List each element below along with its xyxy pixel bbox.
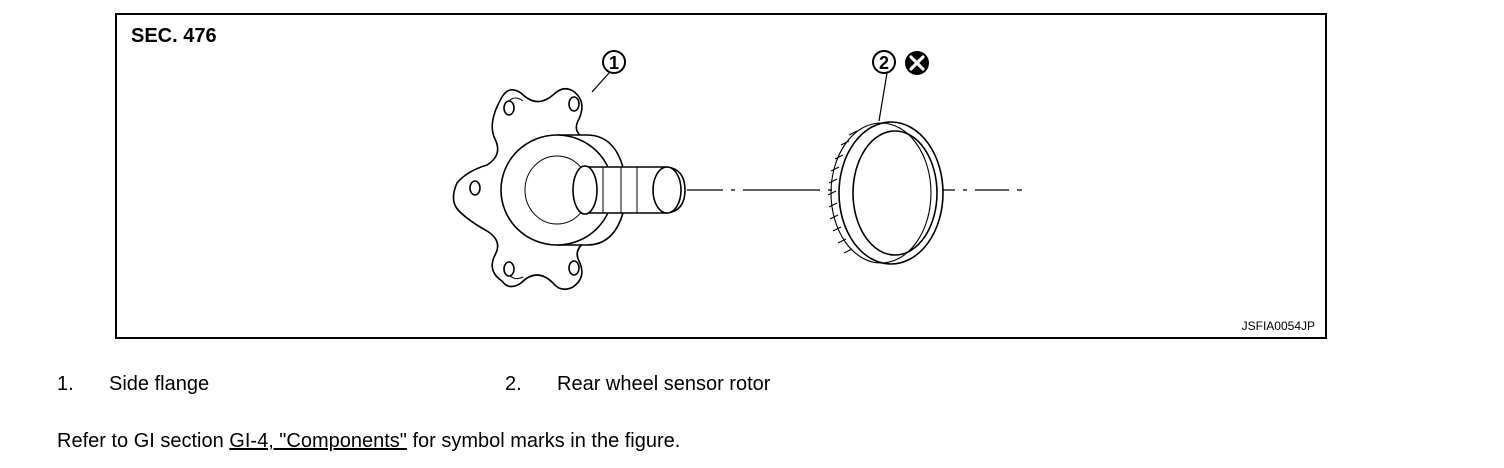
figure-id: JSFIA0054JP: [1241, 319, 1315, 333]
callout-2: 2: [872, 50, 896, 74]
legend-text: Side flange: [109, 373, 210, 395]
legend-text: Rear wheel sensor rotor: [557, 373, 771, 395]
reference-note: Refer to GI section GI-4, "Components" f…: [57, 430, 680, 453]
exploded-view-illustration: 1 2: [452, 50, 1022, 291]
legend-item-2: 2. Rear wheel sensor rotor: [505, 373, 770, 396]
note-prefix: Refer to GI section: [57, 430, 230, 452]
side-flange-drawing: [452, 72, 686, 291]
sensor-rotor-drawing: [827, 72, 944, 265]
section-label: SEC. 476: [131, 25, 217, 47]
svg-text:2: 2: [879, 53, 889, 73]
callout-1: 1: [602, 50, 626, 74]
figure-frame: SEC. 476: [115, 13, 1327, 339]
legend-item-1: 1. Side flange: [57, 373, 209, 396]
do-not-reuse-icon: [905, 51, 929, 75]
legend-number: 1.: [57, 373, 74, 395]
svg-text:1: 1: [609, 53, 619, 73]
note-suffix: for symbol marks in the figure.: [406, 430, 681, 452]
components-link[interactable]: GI-4, "Components": [229, 430, 407, 452]
legend-number: 2.: [505, 373, 522, 395]
